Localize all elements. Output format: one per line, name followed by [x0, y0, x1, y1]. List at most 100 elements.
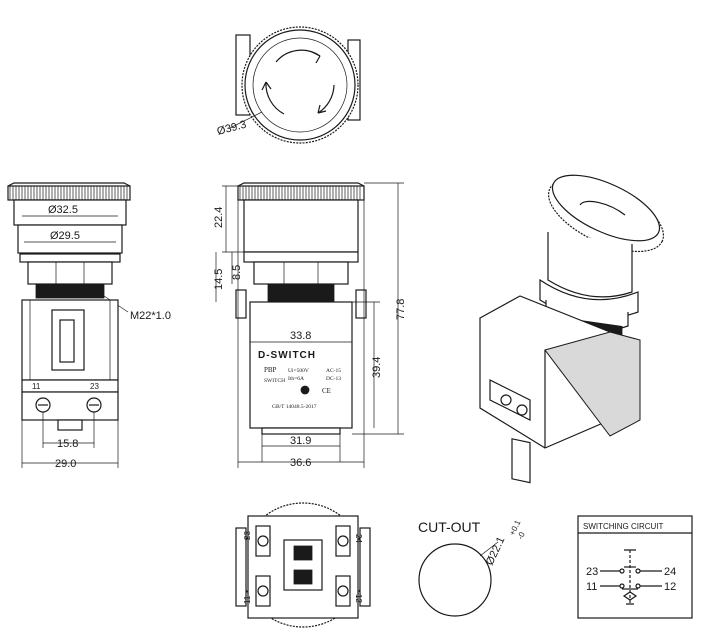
iso-arrow-icon — [579, 200, 626, 216]
dim-panel-height: 14.5 — [213, 269, 225, 290]
circuit-label-11: 11 — [586, 581, 597, 593]
dim-ring-height: 8.5 — [231, 265, 243, 280]
side-contact-block — [249, 301, 353, 429]
ce-mark-icon: CE — [322, 387, 331, 395]
dim-overall-width: 36.6 — [290, 457, 311, 469]
dim-body-width-bottom: 31.9 — [290, 435, 311, 447]
label-spec-d: DC-13 — [326, 376, 341, 382]
bottom-contact — [293, 569, 313, 585]
knurl-ticks — [9, 186, 128, 200]
side-ring-nut — [253, 261, 349, 285]
bottom-clip-left — [235, 527, 247, 607]
iso-screw-icon — [500, 394, 512, 406]
terminal-screw-icon — [257, 585, 269, 597]
dim-terminal-spacing: 15.8 — [57, 438, 78, 450]
bottom-view: 23 24 11 12 — [235, 502, 371, 628]
side-head-body — [243, 199, 359, 253]
side-clip-right — [355, 289, 367, 319]
contact-node — [635, 568, 641, 574]
terminal-screw-icon — [337, 585, 349, 597]
side-terminal-foot — [261, 427, 341, 435]
terminal-label-23: 23 — [90, 382, 99, 391]
thread-section — [35, 283, 105, 299]
contact-slider — [51, 309, 85, 371]
circuit-box — [577, 515, 693, 619]
cutout-section: CUT-OUT Ø22.1 +0.1 -0 — [418, 518, 527, 617]
dim-thread: M22*1.0 — [130, 310, 171, 322]
cutout-tol-lower: -0 — [516, 530, 527, 541]
isometric-view — [479, 174, 665, 484]
terminal-screw-icon — [337, 535, 349, 547]
iso-block-side — [544, 331, 641, 437]
terminal-foot — [57, 419, 83, 431]
ring-flange — [19, 253, 121, 263]
top-view-knurl — [241, 26, 359, 144]
label-spec-c: AC-15 — [326, 368, 341, 374]
label-standard: GB/T 14048.5-2017 — [272, 404, 317, 410]
top-view: Ø39.3 — [216, 26, 361, 144]
head-body — [17, 224, 123, 254]
arrow-arc-icon — [317, 84, 335, 114]
label-brand: D-SWITCH — [258, 350, 316, 361]
bottom-label-12: 12 — [354, 594, 363, 603]
dim-front-width: 29.0 — [55, 458, 76, 470]
dim-head-diameter: Ø29.5 — [50, 230, 80, 242]
terminal-label-11: 11 — [32, 382, 41, 391]
side-ring-flange — [243, 251, 359, 263]
side-view: D-SWITCH PBP SWITCH Ui=500V Ith=6A AC-15… — [213, 182, 407, 469]
contact-block — [21, 299, 119, 381]
side-thread — [267, 283, 335, 303]
dim-total-height: 77.8 — [395, 299, 407, 320]
certification-mark-icon — [300, 385, 310, 395]
dim-body-width-top: 33.8 — [290, 330, 311, 342]
top-view-inner-circle — [252, 37, 348, 133]
circuit-label-12: 12 — [664, 581, 676, 593]
circuit-label-24: 24 — [664, 566, 676, 578]
dim-cap-diameter: Ø32.5 — [48, 204, 78, 216]
bottom-slider — [283, 539, 323, 591]
circuit-title: SWITCHING CIRCUIT — [583, 522, 664, 531]
contact-node — [635, 583, 641, 589]
bottom-clip-right — [359, 527, 371, 607]
iso-screw-icon — [516, 404, 528, 416]
circuit-actuator-ends — [624, 549, 636, 605]
label-spec-b: Ith=6A — [288, 376, 304, 382]
knurl-ticks — [239, 186, 361, 200]
contact-node — [619, 568, 625, 574]
leader-line — [229, 111, 263, 129]
dim-head-height: 22.4 — [213, 207, 225, 228]
front-view: Ø32.5 Ø29.5 M22*1.0 11 23 15.8 — [7, 182, 171, 470]
circuit-label-23: 23 — [586, 566, 598, 578]
contact-slider-inner — [59, 319, 75, 363]
label-model: PBP — [264, 366, 277, 374]
arrow-head-icon — [261, 81, 272, 91]
contact-node — [619, 583, 625, 589]
cutout-diameter: Ø22.1 — [484, 535, 508, 567]
arrow-head-icon — [317, 104, 327, 114]
dim-top-diameter: Ø39.3 — [216, 119, 248, 138]
dim-body-height: 39.4 — [371, 357, 383, 378]
top-view-outer-circle — [244, 29, 356, 141]
circuit-spring-icon — [622, 591, 638, 601]
terminal-screw-icon — [257, 535, 269, 547]
cutout-circle — [418, 543, 492, 617]
iso-cap-top — [551, 174, 661, 242]
leader-line — [479, 541, 499, 557]
bottom-label-24: 24 — [354, 534, 363, 543]
iso-slider — [511, 438, 531, 484]
side-cap-top — [237, 182, 365, 187]
arrow-head-icon — [311, 51, 321, 64]
cap-top-edge — [7, 182, 131, 187]
switching-circuit: SWITCHING CIRCUIT 23 24 11 12 — [577, 515, 693, 619]
iso-head-body — [547, 232, 633, 298]
arrow-arc-icon — [265, 81, 285, 115]
ring-nut — [27, 261, 113, 285]
label-sub: SWITCH — [264, 378, 285, 384]
bottom-contact — [293, 545, 313, 561]
bottom-label-11: 11 — [243, 595, 252, 604]
cap-body — [13, 199, 127, 226]
cutout-title: CUT-OUT — [418, 519, 481, 535]
bottom-label-23: 23 — [243, 531, 252, 540]
side-clip-left — [235, 289, 247, 319]
